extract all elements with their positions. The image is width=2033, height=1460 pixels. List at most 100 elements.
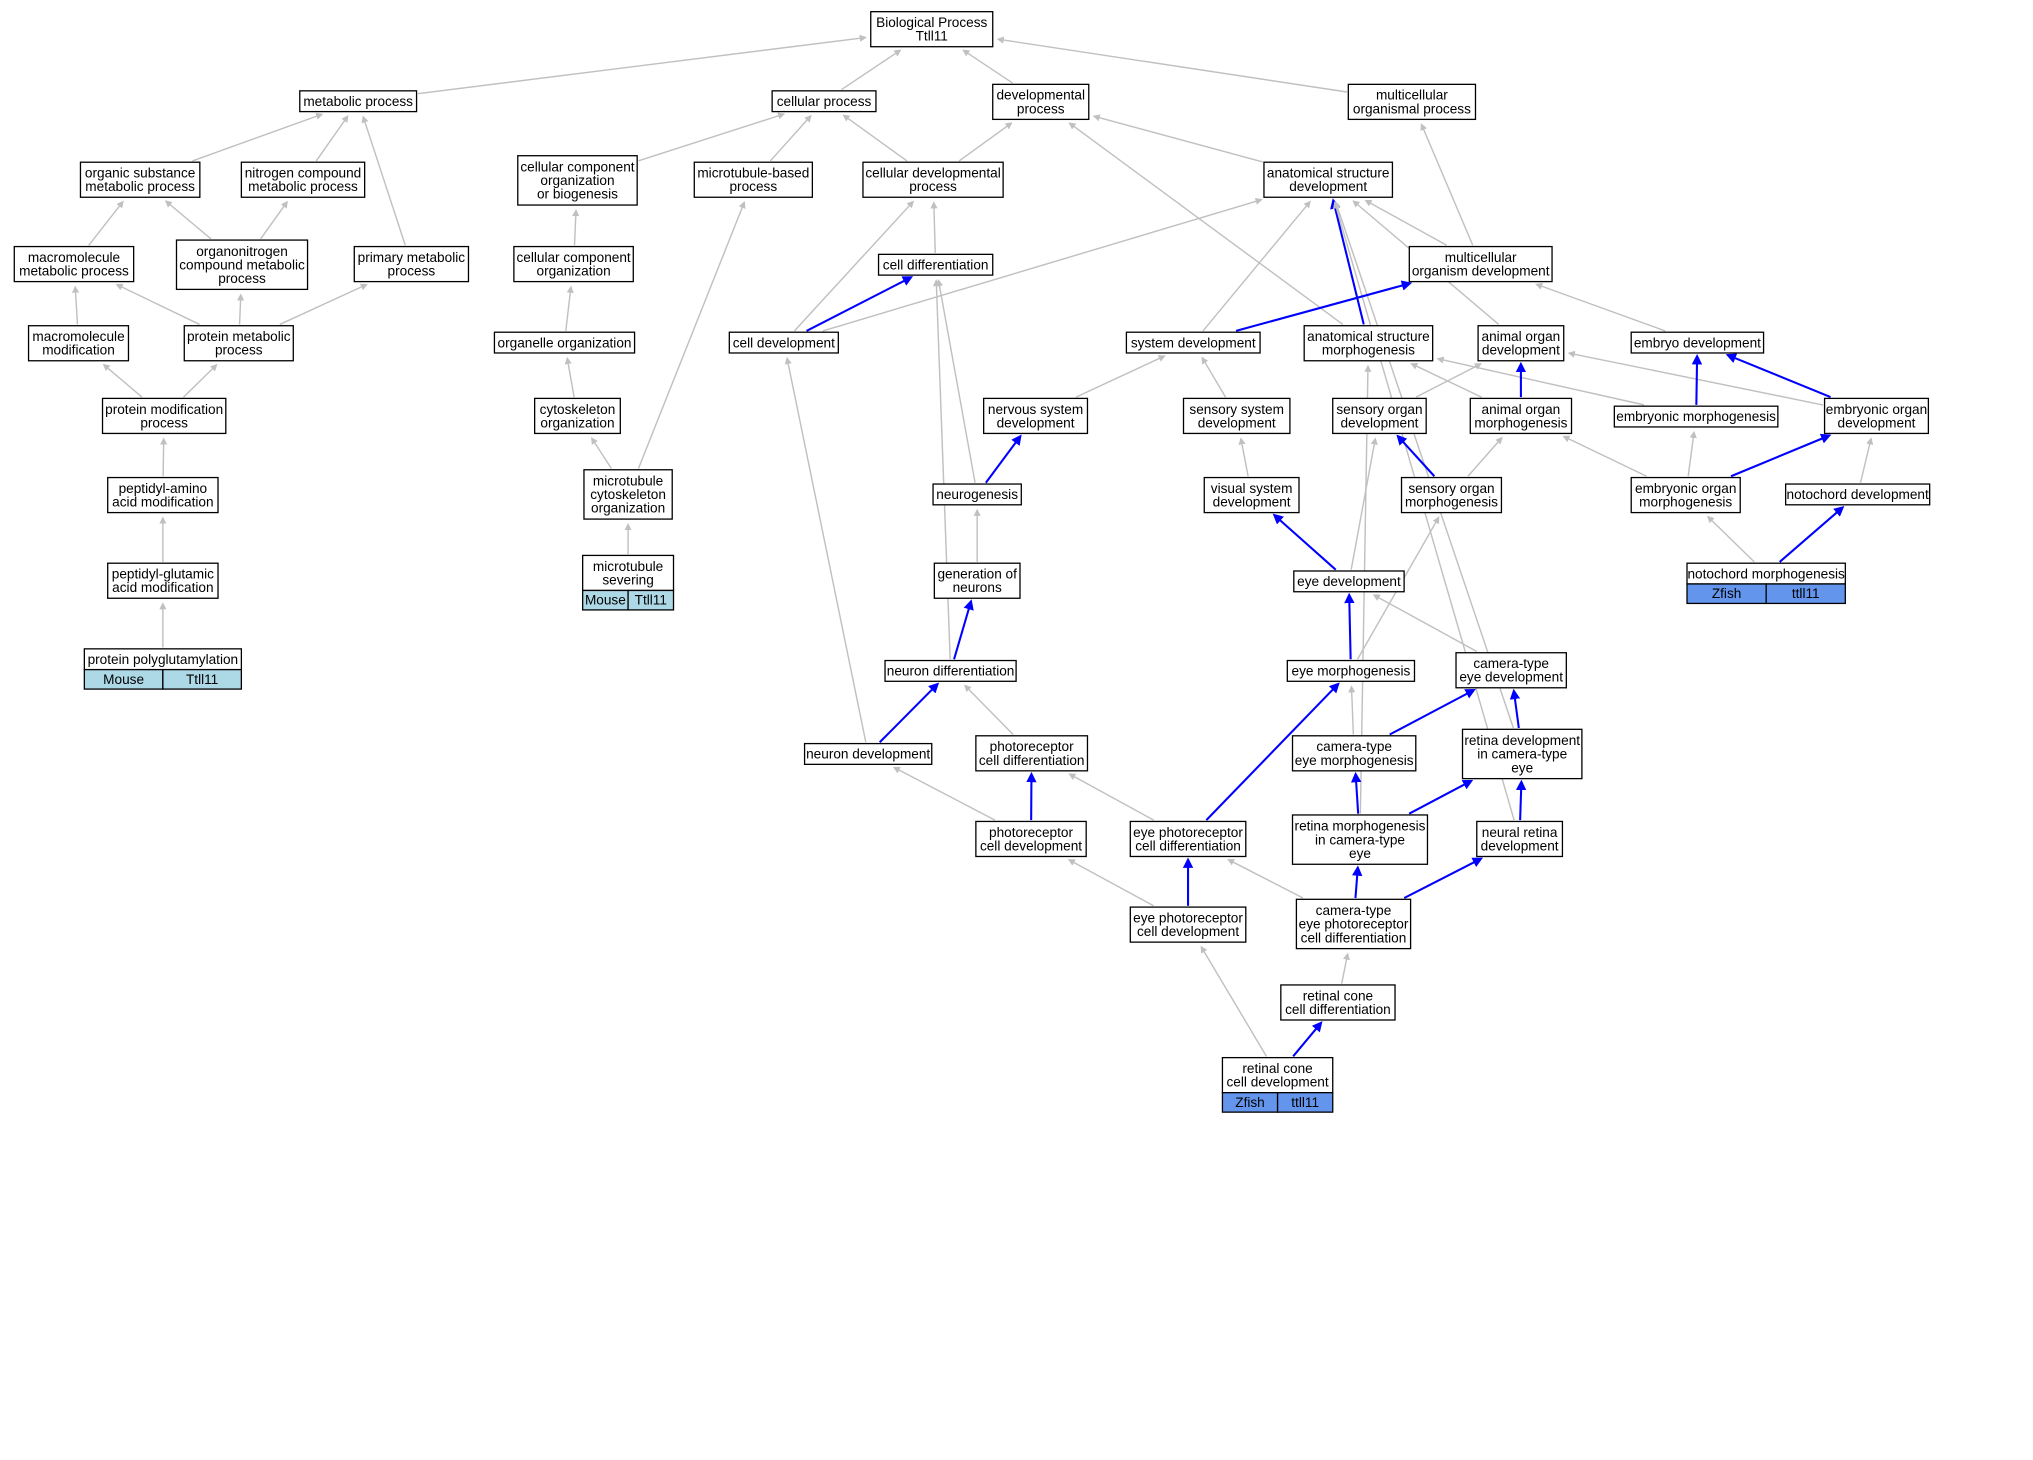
node-label-line: acid modification xyxy=(112,495,213,510)
node-label-line: or biogenesis xyxy=(537,187,618,202)
node-label-line: development xyxy=(1482,343,1560,358)
node-label-line: neurogenesis xyxy=(936,487,1018,502)
node-label-line: cell development xyxy=(1227,1075,1329,1090)
edge-cam_eye_morph-to-eye_morph xyxy=(1352,692,1354,735)
edge-organonitrogen-to-nitrogen xyxy=(261,206,284,239)
edge-cell_diff-to-cell_dev_proc xyxy=(934,208,935,253)
node-cell-develop[interactable]: cell development xyxy=(729,332,838,353)
edge-prot_mod-to-prot_met xyxy=(183,368,212,397)
node-metabolic[interactable]: metabolic process xyxy=(300,91,417,112)
node-label-line: organization xyxy=(540,415,614,430)
edge-sys_dev-to-anat_dev xyxy=(1203,206,1307,331)
node-label-line: eye morphogenesis xyxy=(1295,753,1414,768)
node-neuron-diff[interactable]: neuron differentiation xyxy=(885,661,1016,682)
edge-anat_morph-to-anat_dev xyxy=(1335,207,1364,324)
node-label-line: notochord morphogenesis xyxy=(1687,566,1845,581)
node-label-line: development xyxy=(1198,415,1276,430)
node-label-line: metabolic process xyxy=(248,179,358,194)
edge-cytoskel-to-organelle xyxy=(568,363,574,397)
edge-notochord_morph-to-emb_organ_morph xyxy=(1712,520,1755,562)
node-label-line: cell differentiation xyxy=(1135,838,1241,853)
node-label-line: morphogenesis xyxy=(1474,415,1567,430)
node-cellular[interactable]: cellular process xyxy=(772,91,876,112)
edge-eye_dev-to-sens_organ_dev xyxy=(1351,444,1374,570)
node-label-line: cell differentiation xyxy=(979,753,1085,768)
node-label-line: development xyxy=(997,415,1075,430)
node-notochord-dev[interactable]: notochord development xyxy=(1786,484,1930,505)
gene-label: Ttll11 xyxy=(186,672,218,687)
node-label-line: cell differentiation xyxy=(883,257,989,272)
node-neurogenesis[interactable]: neurogenesis xyxy=(933,484,1021,505)
node-eye-morph[interactable]: eye morphogenesis xyxy=(1287,661,1414,682)
edge-retina_morph-to-cam_eye_morph xyxy=(1356,781,1358,813)
edge-emb_organ_dev-to-embryo_dev xyxy=(1734,358,1830,397)
edge-sens_sys-to-sys_dev xyxy=(1205,362,1226,397)
node-embryo-dev[interactable]: embryo development xyxy=(1631,332,1763,353)
node-label-line: process xyxy=(729,179,777,194)
edge-eye_dev-to-visual xyxy=(1280,520,1336,570)
edge-developmental-to-bp xyxy=(968,53,1013,83)
node-eye-dev[interactable]: eye development xyxy=(1294,571,1404,592)
edge-cell_dev_proc-to-developmental xyxy=(959,126,1007,161)
node-emb-morph[interactable]: embryonic morphogenesis xyxy=(1614,406,1778,427)
edge-emb_organ_morph-to-animal_organ_morph xyxy=(1568,439,1646,477)
node-label-line: process xyxy=(218,271,266,286)
node-cell-diff[interactable]: cell differentiation xyxy=(879,254,993,275)
edge-photo_diff-to-neuron_diff xyxy=(968,689,1013,734)
edge-peptidyl_amino-to-prot_mod xyxy=(163,444,164,476)
node-sys-dev[interactable]: system development xyxy=(1126,332,1260,353)
node-neuron-dev[interactable]: neuron development xyxy=(805,744,932,765)
edge-cam_eye_morph-to-cam_eye_dev xyxy=(1390,693,1468,734)
node-organelle[interactable]: organelle organization xyxy=(494,332,634,353)
edge-cam_photo_diff-to-retina_morph xyxy=(1355,875,1357,898)
